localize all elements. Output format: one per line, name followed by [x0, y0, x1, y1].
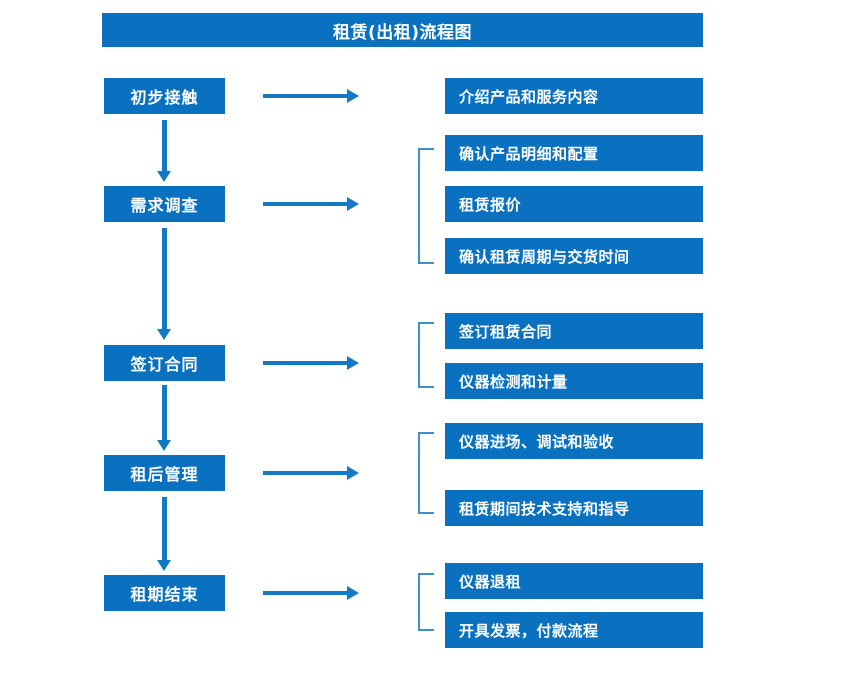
right-arrow-icon-5	[263, 586, 359, 600]
arrow-shaft	[263, 591, 349, 595]
detail-label: 签订租赁合同	[459, 322, 553, 341]
arrow-head	[347, 197, 359, 211]
detail-label: 仪器退租	[459, 572, 522, 591]
arrow-head	[157, 560, 171, 571]
down-arrow-icon-4	[157, 497, 171, 571]
arrow-shaft	[162, 497, 167, 561]
arrow-shaft	[162, 385, 167, 441]
detail-box-10[interactable]: 开具发票，付款流程	[445, 612, 703, 648]
stage-box-3[interactable]: 签订合同	[104, 345, 225, 381]
stage-box-4[interactable]: 租后管理	[104, 455, 225, 491]
detail-label: 仪器检测和计量	[459, 372, 568, 391]
right-arrow-icon-4	[263, 466, 359, 480]
arrow-shaft	[263, 471, 349, 475]
group-bracket-1	[418, 148, 434, 264]
down-arrow-icon-3	[157, 385, 171, 451]
detail-label: 确认租赁周期与交货时间	[459, 247, 630, 266]
detail-label: 开具发票，付款流程	[459, 621, 599, 640]
detail-label: 租赁期间技术支持和指导	[459, 499, 630, 518]
stage-box-1[interactable]: 初步接触	[104, 78, 225, 114]
detail-label: 仪器进场、调试和验收	[459, 432, 615, 451]
stage-box-2[interactable]: 需求调查	[104, 186, 225, 222]
detail-label: 租赁报价	[459, 195, 522, 214]
right-arrow-icon-3	[263, 356, 359, 370]
down-arrow-icon-2	[157, 228, 171, 340]
arrow-shaft	[263, 202, 349, 206]
arrow-head	[347, 466, 359, 480]
stage-label: 初步接触	[130, 88, 199, 107]
detail-box-4[interactable]: 确认租赁周期与交货时间	[445, 238, 703, 274]
arrow-shaft	[162, 228, 167, 330]
detail-box-9[interactable]: 仪器退租	[445, 563, 703, 599]
stage-label: 租后管理	[130, 465, 199, 484]
arrow-head	[157, 171, 171, 182]
group-bracket-2	[418, 322, 434, 388]
group-bracket-4	[418, 573, 434, 631]
arrow-shaft	[263, 361, 349, 365]
stage-box-5[interactable]: 租期结束	[104, 575, 225, 611]
detail-box-8[interactable]: 租赁期间技术支持和指导	[445, 490, 703, 526]
arrow-head	[157, 329, 171, 340]
stage-label: 签订合同	[130, 355, 199, 374]
detail-box-3[interactable]: 租赁报价	[445, 186, 703, 222]
detail-box-6[interactable]: 仪器检测和计量	[445, 363, 703, 399]
right-arrow-icon-2	[263, 197, 359, 211]
arrow-head	[347, 586, 359, 600]
down-arrow-icon-1	[157, 120, 171, 182]
arrow-shaft	[263, 94, 349, 98]
detail-box-5[interactable]: 签订租赁合同	[445, 313, 703, 349]
detail-box-2[interactable]: 确认产品明细和配置	[445, 135, 703, 171]
detail-box-7[interactable]: 仪器进场、调试和验收	[445, 423, 703, 459]
arrow-head	[347, 89, 359, 103]
stage-label: 需求调查	[130, 196, 199, 215]
arrow-head	[347, 356, 359, 370]
right-arrow-icon-1	[263, 89, 359, 103]
group-bracket-3	[418, 432, 434, 514]
arrow-shaft	[162, 120, 167, 172]
page-title: 租赁(出租)流程图	[102, 13, 703, 47]
detail-label: 确认产品明细和配置	[459, 144, 599, 163]
detail-box-1[interactable]: 介绍产品和服务内容	[445, 78, 703, 114]
arrow-head	[157, 440, 171, 451]
detail-label: 介绍产品和服务内容	[459, 87, 599, 106]
stage-label: 租期结束	[130, 585, 199, 604]
